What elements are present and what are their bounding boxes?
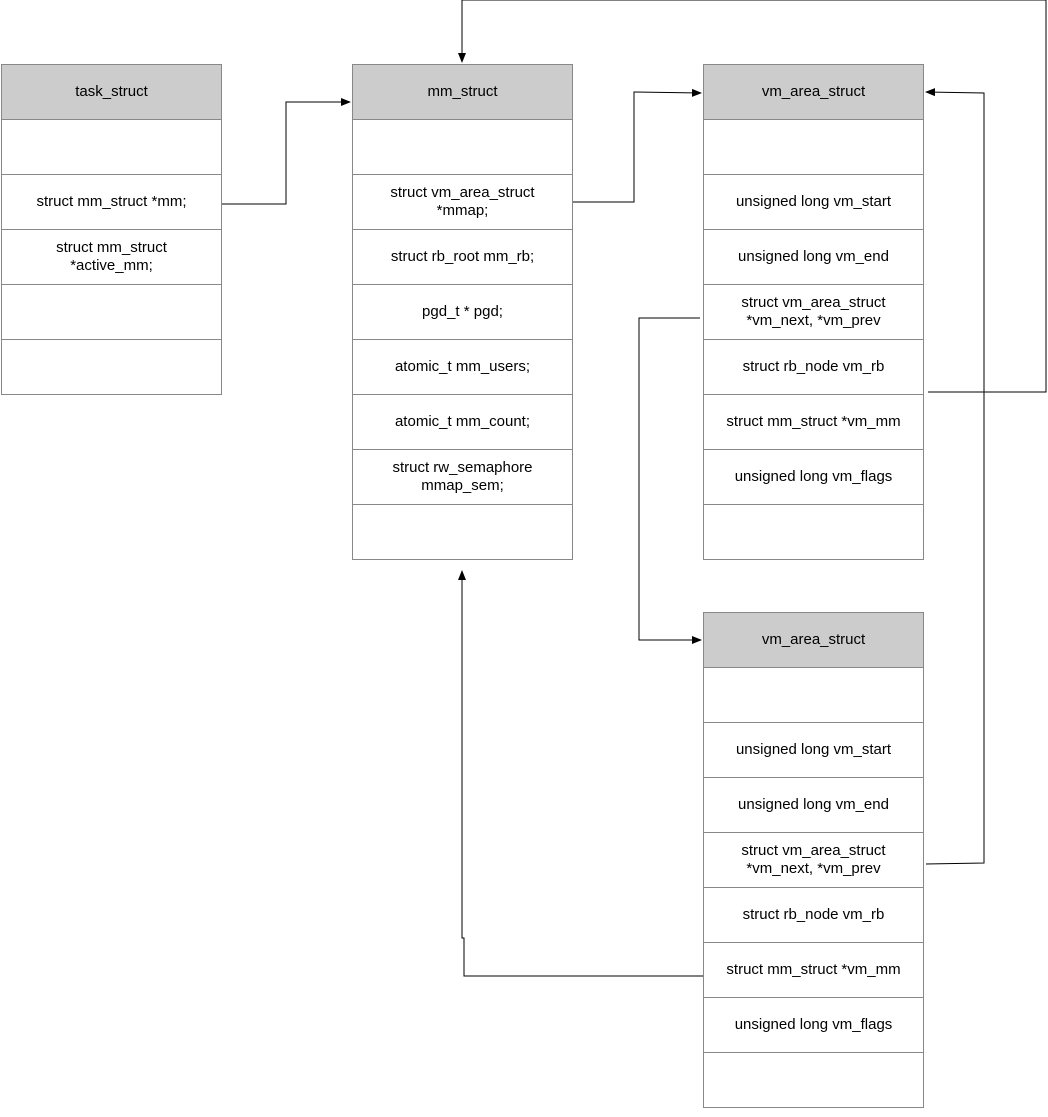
mm-struct-table: mm_struct struct vm_area_struct *mmap; s… — [352, 64, 573, 560]
table-row: struct rw_semaphore mmap_sem; — [352, 449, 573, 505]
table-header: task_struct — [1, 64, 222, 120]
table-row: struct rb_node vm_rb — [703, 339, 924, 395]
table-row: struct mm_struct *active_mm; — [1, 229, 222, 285]
table-row: atomic_t mm_users; — [352, 339, 573, 395]
table-row — [352, 119, 573, 175]
vm-area-struct-table-2: vm_area_struct unsigned long vm_start un… — [703, 612, 924, 1108]
vm-mm-pointer-arrow — [458, 570, 703, 977]
table-header: vm_area_struct — [703, 64, 924, 120]
table-row — [1, 339, 222, 395]
vm-prev-pointer-arrow — [925, 88, 985, 865]
table-row: atomic_t mm_count; — [352, 394, 573, 450]
table-row: struct mm_struct *vm_mm — [703, 942, 924, 998]
table-row: struct mm_struct *vm_mm — [703, 394, 924, 450]
table-row: struct vm_area_struct *vm_next, *vm_prev — [703, 832, 924, 888]
vm-rb-loop-arrow — [458, 0, 1047, 393]
table-header: vm_area_struct — [703, 612, 924, 668]
mm-pointer-arrow — [222, 98, 351, 205]
table-row: struct mm_struct *mm; — [1, 174, 222, 230]
table-row — [352, 504, 573, 560]
table-row: unsigned long vm_flags — [703, 997, 924, 1053]
table-header: mm_struct — [352, 64, 573, 120]
table-row — [1, 284, 222, 340]
mmap-pointer-arrow — [573, 88, 702, 203]
table-row: unsigned long vm_end — [703, 229, 924, 285]
table-row: unsigned long vm_start — [703, 174, 924, 230]
table-row: pgd_t * pgd; — [352, 284, 573, 340]
table-row: struct vm_area_struct *vm_next, *vm_prev — [703, 284, 924, 340]
table-row: struct vm_area_struct *mmap; — [352, 174, 573, 230]
table-row — [703, 504, 924, 560]
vm-next-pointer-arrow — [638, 317, 702, 644]
table-row — [703, 1052, 924, 1108]
table-row: struct rb_node vm_rb — [703, 887, 924, 943]
task-struct-table: task_struct struct mm_struct *mm; struct… — [1, 64, 222, 395]
vm-area-struct-table-1: vm_area_struct unsigned long vm_start un… — [703, 64, 924, 560]
table-row: unsigned long vm_flags — [703, 449, 924, 505]
